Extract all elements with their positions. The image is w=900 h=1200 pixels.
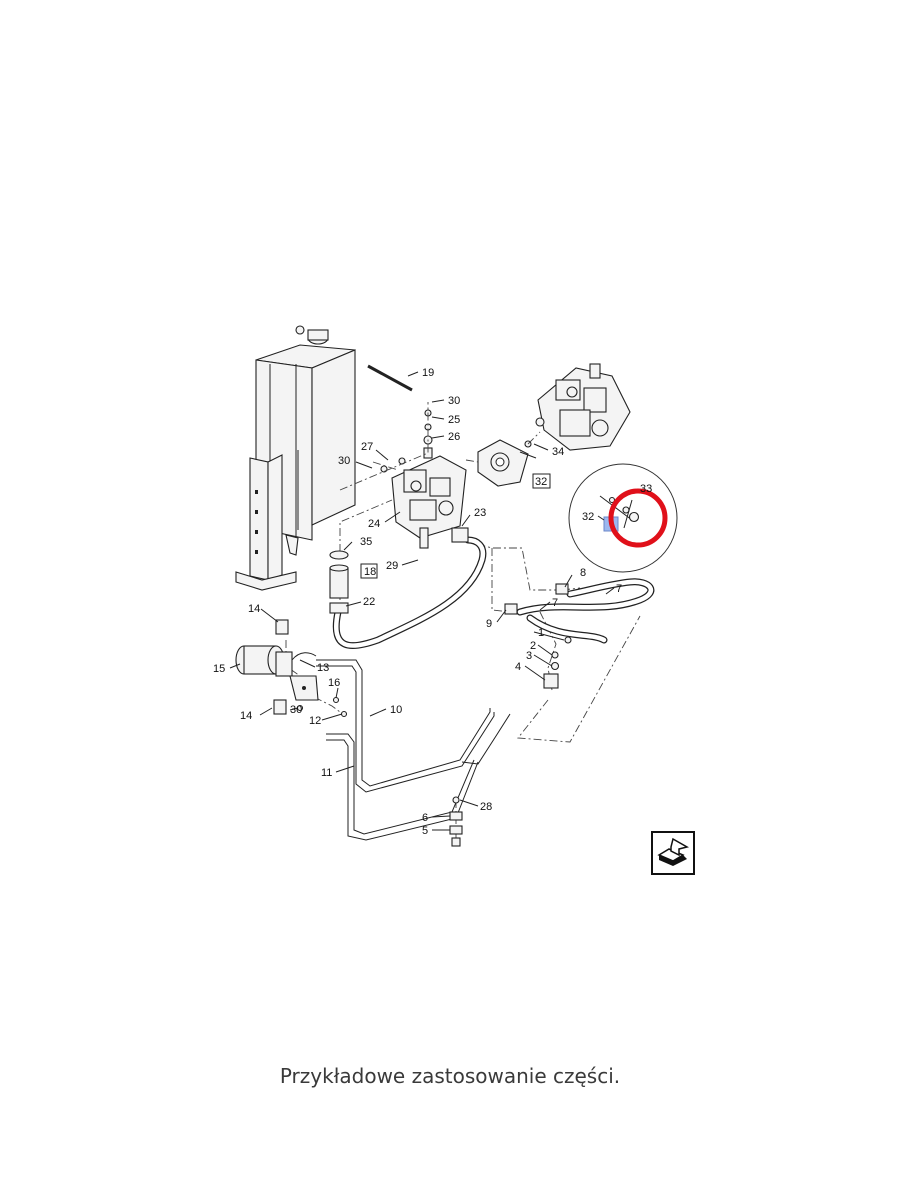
callout-27: 29 — [386, 560, 398, 572]
caption: Przykładowe zastosowanie części. — [279, 1064, 621, 1088]
callout-5: 5 — [422, 825, 428, 837]
callout-10: 10 — [390, 704, 402, 716]
callout-29: 30 — [338, 455, 350, 467]
filter-bracket — [289, 675, 319, 701]
detail-magnifier — [568, 463, 678, 573]
callout-15: 15 — [213, 663, 225, 675]
suction-strainer — [329, 564, 349, 599]
pump-assembly — [535, 363, 631, 451]
tank-bracket — [235, 454, 297, 591]
callout-34: 34 — [552, 446, 564, 458]
boxed-callout-18: 18 — [360, 563, 378, 579]
callout-20: 22 — [363, 596, 375, 608]
highlight-ring — [608, 488, 668, 548]
callout-22: 24 — [368, 518, 380, 530]
callout-7: 7 — [616, 583, 622, 595]
callout-8: 8 — [580, 567, 586, 579]
callout-19: 19 — [422, 367, 434, 379]
callout-28: 30 — [290, 704, 302, 716]
pipes — [316, 659, 511, 841]
hydraulic-pump — [380, 409, 467, 549]
callout-12: 12 — [309, 715, 321, 727]
fittings — [449, 583, 572, 847]
callout-21: 23 — [474, 507, 486, 519]
callout-16: 16 — [328, 677, 340, 689]
callout-11: 11 — [321, 767, 332, 779]
callout-13: 13 — [317, 662, 329, 674]
callout-7b: 7 — [552, 597, 558, 609]
return-filter — [235, 645, 317, 677]
hoses — [332, 536, 655, 650]
callout-3: 3 — [526, 650, 532, 662]
callout-2: 2 — [530, 640, 536, 652]
dipstick — [367, 364, 413, 392]
leader-lines — [229, 371, 615, 831]
callout-1: 1 — [538, 627, 544, 639]
callout-labels: 19 30 25 26 27 30 24 23 35 29 22 34 33 3… — [213, 367, 652, 837]
callout-26: 28 — [480, 801, 492, 813]
hose-fitting — [329, 527, 469, 614]
pump-adapter-flange — [477, 439, 532, 487]
svg-text:18: 18 — [364, 566, 376, 578]
bolt — [340, 710, 348, 718]
callout-6: 6 — [422, 812, 428, 824]
o-ring — [329, 550, 349, 560]
callout-30: 30 — [448, 395, 460, 407]
callout-4: 4 — [515, 661, 521, 673]
boxed-callout-32: 32 — [532, 473, 551, 489]
callout-24: 26 — [448, 431, 460, 443]
callout-23: 25 — [448, 414, 460, 426]
callout-25: 27 — [361, 441, 373, 453]
pressure-switch — [273, 619, 289, 715]
callout-14: 14 — [248, 603, 260, 615]
svg-text:32: 32 — [535, 476, 547, 488]
callout-33: 33 — [640, 483, 652, 495]
bolt — [332, 696, 340, 704]
nav-return-button[interactable] — [651, 831, 695, 875]
callout-9: 9 — [486, 618, 492, 630]
callout-32-detail: 32 — [582, 511, 594, 523]
callout-14b: 14 — [240, 710, 252, 722]
callout-35: 35 — [360, 536, 372, 548]
return-arrow-icon — [657, 837, 689, 866]
